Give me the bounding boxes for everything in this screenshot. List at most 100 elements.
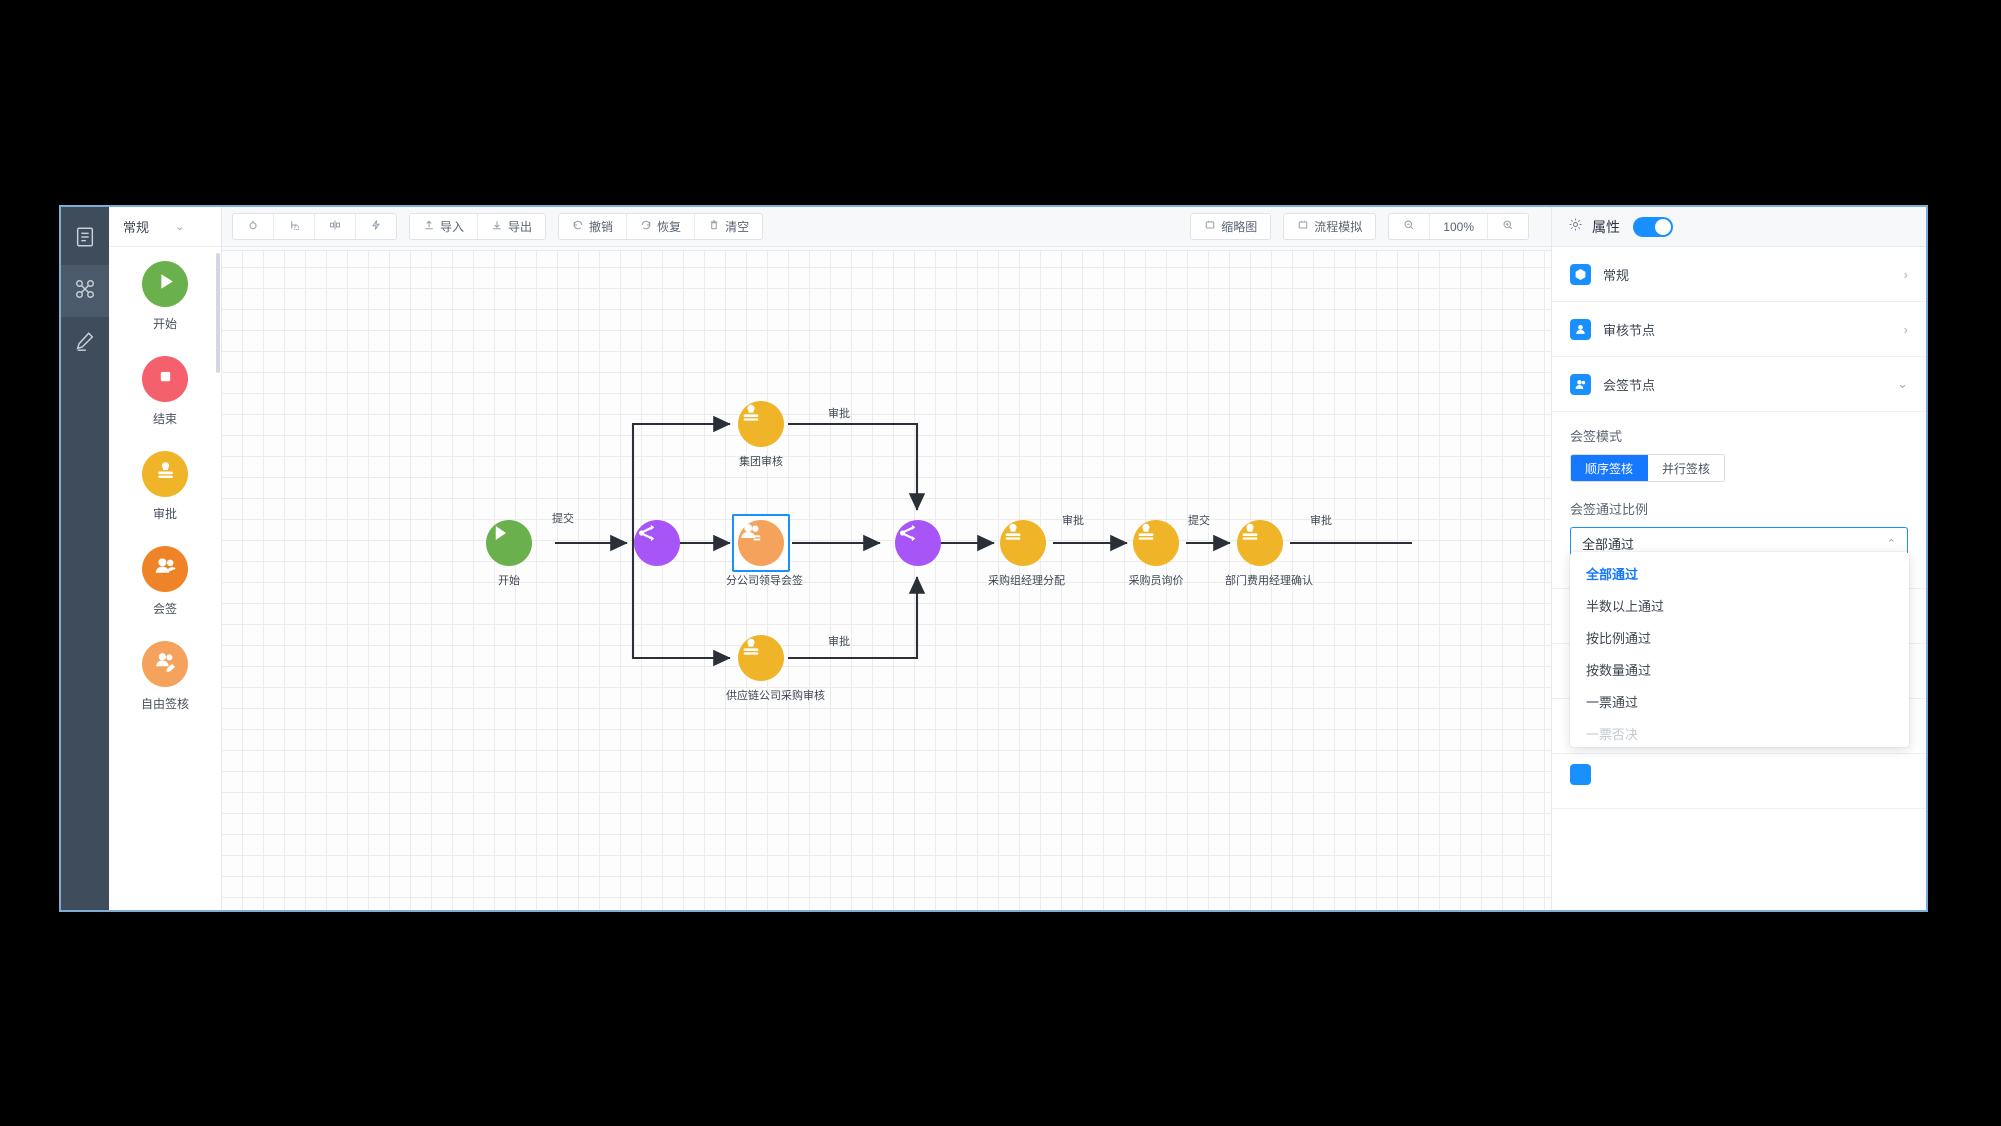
approve-node-shape xyxy=(1237,520,1283,566)
align-node-button[interactable] xyxy=(274,214,315,239)
redo-button[interactable]: 恢复 xyxy=(627,214,696,239)
palette-item-free-sign[interactable]: 自由签核 xyxy=(109,641,221,712)
thumbnail-button[interactable]: 缩略图 xyxy=(1191,214,1270,239)
zoom-in-button[interactable] xyxy=(1488,214,1528,239)
approve-node-shape xyxy=(738,635,784,681)
simulate-icon xyxy=(1297,219,1309,234)
left-icon-rail xyxy=(61,207,109,910)
flow-edges xyxy=(555,415,1412,667)
section-countersign-node[interactable]: 会签节点 ⌄ xyxy=(1552,357,1926,412)
flow-node-gateway-merge[interactable] xyxy=(883,520,953,566)
flow-node-label: 开始 xyxy=(498,575,520,587)
palette-item-label: 会签 xyxy=(152,602,177,616)
editor-center: 导入 导出 撤销 xyxy=(222,207,1551,910)
align-node-icon xyxy=(288,219,300,234)
edge-label: 审批 xyxy=(828,408,850,420)
section-review-node[interactable]: 审核节点 › xyxy=(1552,302,1926,357)
hidden-section-icon[interactable] xyxy=(1570,764,1591,785)
palette-scrollbar[interactable] xyxy=(216,253,220,373)
flow-canvas[interactable]: 提交 审批 审批 审批 提交 审批 开始 xyxy=(222,247,1551,910)
dropdown-option-one-pass[interactable]: 一票通过 xyxy=(1586,694,1639,710)
workflow-designer-app: 常规 ⌄ 开始 结束 xyxy=(59,205,1928,912)
flow-node-supply-review[interactable]: 供应链公司采购审核 xyxy=(726,635,825,703)
palette-item-label: 自由签核 xyxy=(140,697,189,711)
mode-sequential-button[interactable]: 顺序签核 xyxy=(1571,455,1649,481)
section-divider xyxy=(1552,753,1926,754)
palette-item-countersign[interactable]: 会签 xyxy=(109,546,221,617)
flow-node-start[interactable]: 开始 xyxy=(474,520,544,588)
flow-node-label: 集团审核 xyxy=(739,456,783,468)
form-icon-button[interactable] xyxy=(61,213,109,265)
cube-icon xyxy=(1570,263,1591,285)
flow-node-group-review[interactable]: 集团审核 xyxy=(726,401,796,469)
approve-node-shape xyxy=(1000,520,1046,566)
palette-item-start[interactable]: 开始 xyxy=(109,261,221,332)
zoom-out-button[interactable] xyxy=(1389,214,1431,239)
flow-node-dept-cost-manager[interactable]: 部门费用经理确认 xyxy=(1225,520,1313,588)
palette-item-label: 开始 xyxy=(152,317,177,331)
palette-item-end[interactable]: 结束 xyxy=(109,356,221,427)
undo-button[interactable]: 撤销 xyxy=(559,214,628,239)
align-top-button[interactable] xyxy=(233,214,274,239)
toolbar-group-zoom: 100% xyxy=(1388,213,1529,240)
flow-node-purchase-manager[interactable]: 采购组经理分配 xyxy=(988,520,1065,588)
align-top-icon xyxy=(247,219,259,234)
undo-icon xyxy=(572,219,584,234)
palette-group-header[interactable]: 常规 ⌄ xyxy=(109,207,221,247)
form-icon xyxy=(74,226,96,253)
toolbar-group-simulate: 流程模拟 xyxy=(1283,213,1377,240)
countersign-icon xyxy=(153,554,178,584)
import-button[interactable]: 导入 xyxy=(410,214,479,239)
palette-item-label: 审批 xyxy=(152,507,177,521)
align-center-button[interactable] xyxy=(315,214,356,239)
properties-toggle[interactable] xyxy=(1633,216,1673,237)
dropdown-option-one-veto[interactable]: 一票否决 xyxy=(1586,726,1639,742)
countersign-mode-segmented: 顺序签核 并行签核 xyxy=(1570,454,1726,482)
flow-node-branch-countersign[interactable]: 分公司领导会签 xyxy=(726,514,803,588)
countersign-mode-label: 会签模式 xyxy=(1570,429,1623,444)
end-node-swatch xyxy=(142,356,188,402)
dropdown-option-all-pass[interactable]: 全部通过 xyxy=(1586,566,1639,582)
dropdown-option-by-ratio[interactable]: 按比例通过 xyxy=(1586,630,1652,646)
flow-node-buyer-quote[interactable]: 采购员询价 xyxy=(1121,520,1191,588)
flow-nodes-icon-button[interactable] xyxy=(61,265,109,317)
thumbnail-label: 缩略图 xyxy=(1221,220,1258,234)
flow-node-label: 分公司领导会签 xyxy=(726,575,803,587)
auto-layout-button[interactable] xyxy=(356,214,396,239)
palette-item-approve[interactable]: 审批 xyxy=(109,451,221,522)
clear-button[interactable]: 清空 xyxy=(695,214,762,239)
toolbar-group-thumbnail: 缩略图 xyxy=(1190,213,1272,240)
import-label: 导入 xyxy=(440,220,465,234)
gateway-node-shape xyxy=(895,520,941,566)
chevron-up-icon: ⌃ xyxy=(1886,537,1896,550)
countersign-settings: 会签模式 顺序签核 并行签核 会签通过比例 全部通过 ⌃ xyxy=(1552,412,1926,559)
simulate-button[interactable]: 流程模拟 xyxy=(1284,214,1375,239)
pencil-icon-button[interactable] xyxy=(61,317,109,369)
palette-item-label: 结束 xyxy=(152,412,177,426)
redo-label: 恢复 xyxy=(657,220,682,234)
palette-group-label: 常规 xyxy=(123,220,150,235)
import-icon xyxy=(423,219,435,234)
free-sign-node-swatch xyxy=(142,641,188,687)
export-button[interactable]: 导出 xyxy=(478,214,545,239)
dropdown-option-by-count[interactable]: 按数量通过 xyxy=(1586,662,1652,678)
zoom-out-icon xyxy=(1403,219,1415,234)
edge-label: 审批 xyxy=(1062,515,1084,527)
start-node-swatch xyxy=(142,261,188,307)
approve-node-shape xyxy=(1133,520,1179,566)
start-node-shape xyxy=(486,520,532,566)
flow-node-gateway-split[interactable] xyxy=(622,520,692,566)
zoom-level[interactable]: 100% xyxy=(1430,214,1488,239)
editor-toolbar: 导入 导出 撤销 xyxy=(222,207,1551,247)
zoom-in-icon xyxy=(1502,219,1514,234)
countersign-ratio-label: 会签通过比例 xyxy=(1570,502,1649,517)
flow-diagram: 提交 审批 审批 审批 提交 审批 开始 xyxy=(222,247,1551,910)
section-label: 常规 xyxy=(1603,267,1630,283)
section-general[interactable]: 常规 › xyxy=(1552,247,1926,302)
dropdown-option-majority[interactable]: 半数以上通过 xyxy=(1586,598,1665,614)
section-label: 审核节点 xyxy=(1603,322,1656,338)
mode-parallel-button[interactable]: 并行签核 xyxy=(1648,455,1725,481)
flow-node-label: 采购员询价 xyxy=(1128,575,1184,587)
chevron-right-icon: › xyxy=(1903,321,1908,337)
toolbar-group-history: 撤销 恢复 清空 xyxy=(558,213,764,240)
